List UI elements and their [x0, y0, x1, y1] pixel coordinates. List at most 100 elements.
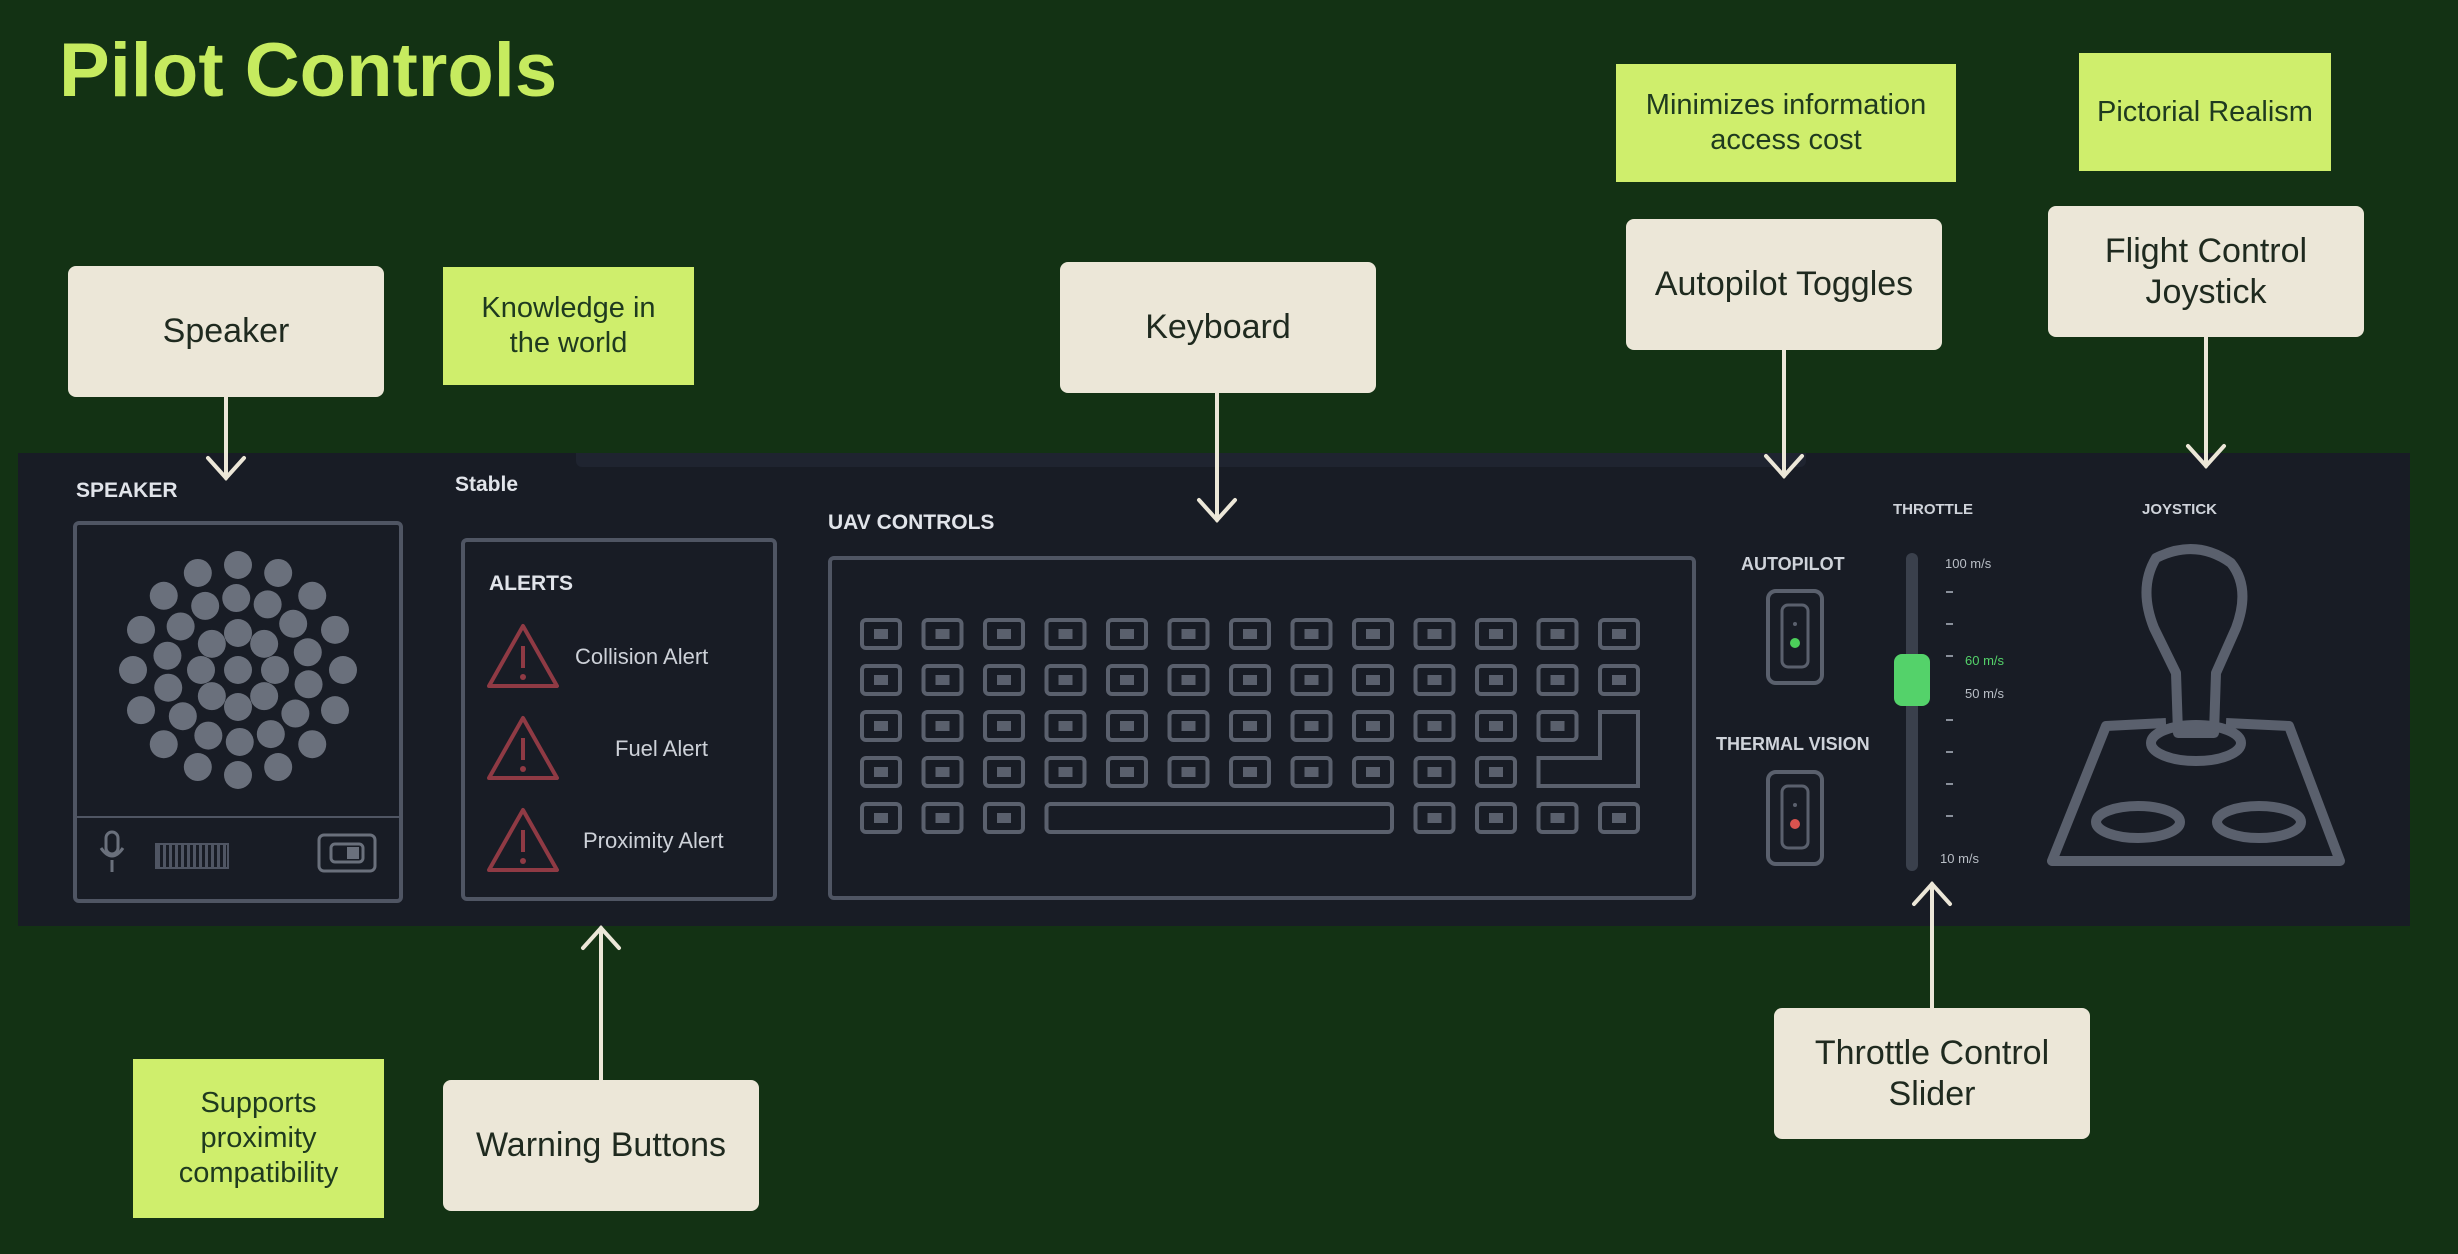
- grille-dot: [126, 696, 155, 725]
- fuel-alert-button[interactable]: Fuel Alert: [485, 714, 755, 786]
- keyboard-key[interactable]: [860, 756, 902, 788]
- keyboard-key[interactable]: [1290, 618, 1333, 650]
- keyboard-key[interactable]: [1475, 802, 1517, 834]
- grille-dot: [166, 612, 195, 641]
- keyboard-key[interactable]: [1536, 618, 1579, 650]
- keyboard-key[interactable]: [1290, 756, 1333, 788]
- thermal-vision-toggle[interactable]: [1765, 769, 1825, 867]
- keyboard-key[interactable]: [860, 802, 902, 834]
- key-cap: [1366, 629, 1380, 639]
- keyboard-key[interactable]: [1352, 756, 1394, 788]
- speaker-label: SPEAKER: [76, 479, 178, 502]
- keyboard-key[interactable]: [983, 618, 1025, 650]
- keyboard-key[interactable]: [1044, 618, 1087, 650]
- keyboard-key[interactable]: [1167, 664, 1210, 696]
- keyboard-key[interactable]: [1106, 664, 1148, 696]
- grille-dot: [298, 730, 327, 759]
- keyboard-key[interactable]: [1598, 802, 1640, 834]
- keyboard-key[interactable]: [921, 756, 964, 788]
- keyboard-key[interactable]: [1536, 710, 1579, 742]
- keyboard-key[interactable]: [1413, 664, 1456, 696]
- keyboard-key[interactable]: [1229, 664, 1271, 696]
- grille-dot: [253, 590, 282, 619]
- keyboard-key[interactable]: [1352, 618, 1394, 650]
- keyboard-key[interactable]: [1229, 710, 1271, 742]
- key-cap: [1058, 721, 1073, 731]
- keyboard-key[interactable]: [860, 710, 902, 742]
- proximity-alert-button[interactable]: Proximity Alert: [485, 806, 755, 878]
- enter-key[interactable]: [1536, 710, 1640, 788]
- grille-dot: [279, 609, 308, 638]
- key-cap: [1120, 721, 1134, 731]
- keyboard-key[interactable]: [1167, 710, 1210, 742]
- keyboard-key[interactable]: [1352, 710, 1394, 742]
- throttle-current-tick: 60 m/s: [1965, 653, 2005, 668]
- keyboard-key[interactable]: [1229, 756, 1271, 788]
- keyboard-key[interactable]: [1290, 710, 1333, 742]
- keyboard-key[interactable]: [921, 710, 964, 742]
- keyboard-key[interactable]: [983, 802, 1025, 834]
- keyboard-key[interactable]: [860, 664, 902, 696]
- knowledge-note: Knowledge in the world: [443, 267, 694, 385]
- key-cap: [1120, 675, 1134, 685]
- keyboard-key[interactable]: [1106, 618, 1148, 650]
- collision-alert-label: Collision Alert: [575, 644, 709, 669]
- keyboard-key[interactable]: [1475, 756, 1517, 788]
- throttle-mid-tick: 50 m/s: [1965, 686, 2005, 701]
- grille-dot: [261, 656, 289, 684]
- keyboard-key[interactable]: [860, 618, 902, 650]
- volume-bar-icon[interactable]: [155, 843, 229, 869]
- keyboard-key[interactable]: [1413, 802, 1456, 834]
- fuel-alert-label: Fuel Alert: [615, 736, 708, 761]
- keyboard-key[interactable]: [1229, 618, 1271, 650]
- keyboard-key[interactable]: [921, 802, 964, 834]
- page-title: Pilot Controls: [59, 28, 558, 113]
- keyboard-key[interactable]: [1598, 618, 1640, 650]
- keyboard-key[interactable]: [1536, 664, 1579, 696]
- space-bar[interactable]: [1044, 802, 1394, 834]
- key-cap: [1120, 629, 1134, 639]
- keyboard-key[interactable]: [983, 710, 1025, 742]
- keyboard-key[interactable]: [1598, 664, 1640, 696]
- keyboard-key[interactable]: [921, 664, 964, 696]
- keyboard-key[interactable]: [1352, 664, 1394, 696]
- keyboard-key[interactable]: [1167, 618, 1210, 650]
- key-cap: [1612, 675, 1626, 685]
- grille-dot: [321, 615, 350, 644]
- key-cap: [1181, 721, 1196, 731]
- keyboard-key[interactable]: [1044, 710, 1087, 742]
- key-cap: [1427, 767, 1442, 777]
- joystick-icon[interactable]: [2046, 543, 2346, 873]
- keyboard-keys[interactable]: [832, 560, 1692, 896]
- grille-dot: [264, 558, 293, 587]
- key-cap: [935, 721, 950, 731]
- keyboard-key[interactable]: [1044, 664, 1087, 696]
- throttle-minor-tick: [1946, 591, 1953, 593]
- keyboard-key[interactable]: [983, 756, 1025, 788]
- keyboard-key[interactable]: [921, 618, 964, 650]
- key-cap: [874, 675, 888, 685]
- key-cap: [1181, 675, 1196, 685]
- keyboard-key[interactable]: [1413, 618, 1456, 650]
- key-cap: [1058, 675, 1073, 685]
- keyboard-key[interactable]: [1475, 618, 1517, 650]
- keyboard-key[interactable]: [1413, 756, 1456, 788]
- keyboard-key[interactable]: [1044, 756, 1087, 788]
- keyboard-key[interactable]: [1167, 756, 1210, 788]
- keyboard-key[interactable]: [983, 664, 1025, 696]
- key-cap: [1243, 629, 1257, 639]
- keyboard-key[interactable]: [1536, 802, 1579, 834]
- keyboard-key[interactable]: [1106, 756, 1148, 788]
- grille-dot: [321, 696, 350, 725]
- keyboard-key[interactable]: [1290, 664, 1333, 696]
- toggle-switch-icon[interactable]: [317, 833, 377, 873]
- keyboard-key[interactable]: [1475, 664, 1517, 696]
- keyboard-key[interactable]: [1413, 710, 1456, 742]
- key-cap: [1120, 767, 1134, 777]
- autopilot-toggle[interactable]: [1765, 588, 1825, 686]
- keyboard-key[interactable]: [1475, 710, 1517, 742]
- keyboard-key[interactable]: [1106, 710, 1148, 742]
- collision-alert-button[interactable]: Collision Alert: [485, 622, 755, 694]
- microphone-icon[interactable]: [97, 830, 127, 874]
- throttle-slider-handle[interactable]: [1894, 654, 1930, 707]
